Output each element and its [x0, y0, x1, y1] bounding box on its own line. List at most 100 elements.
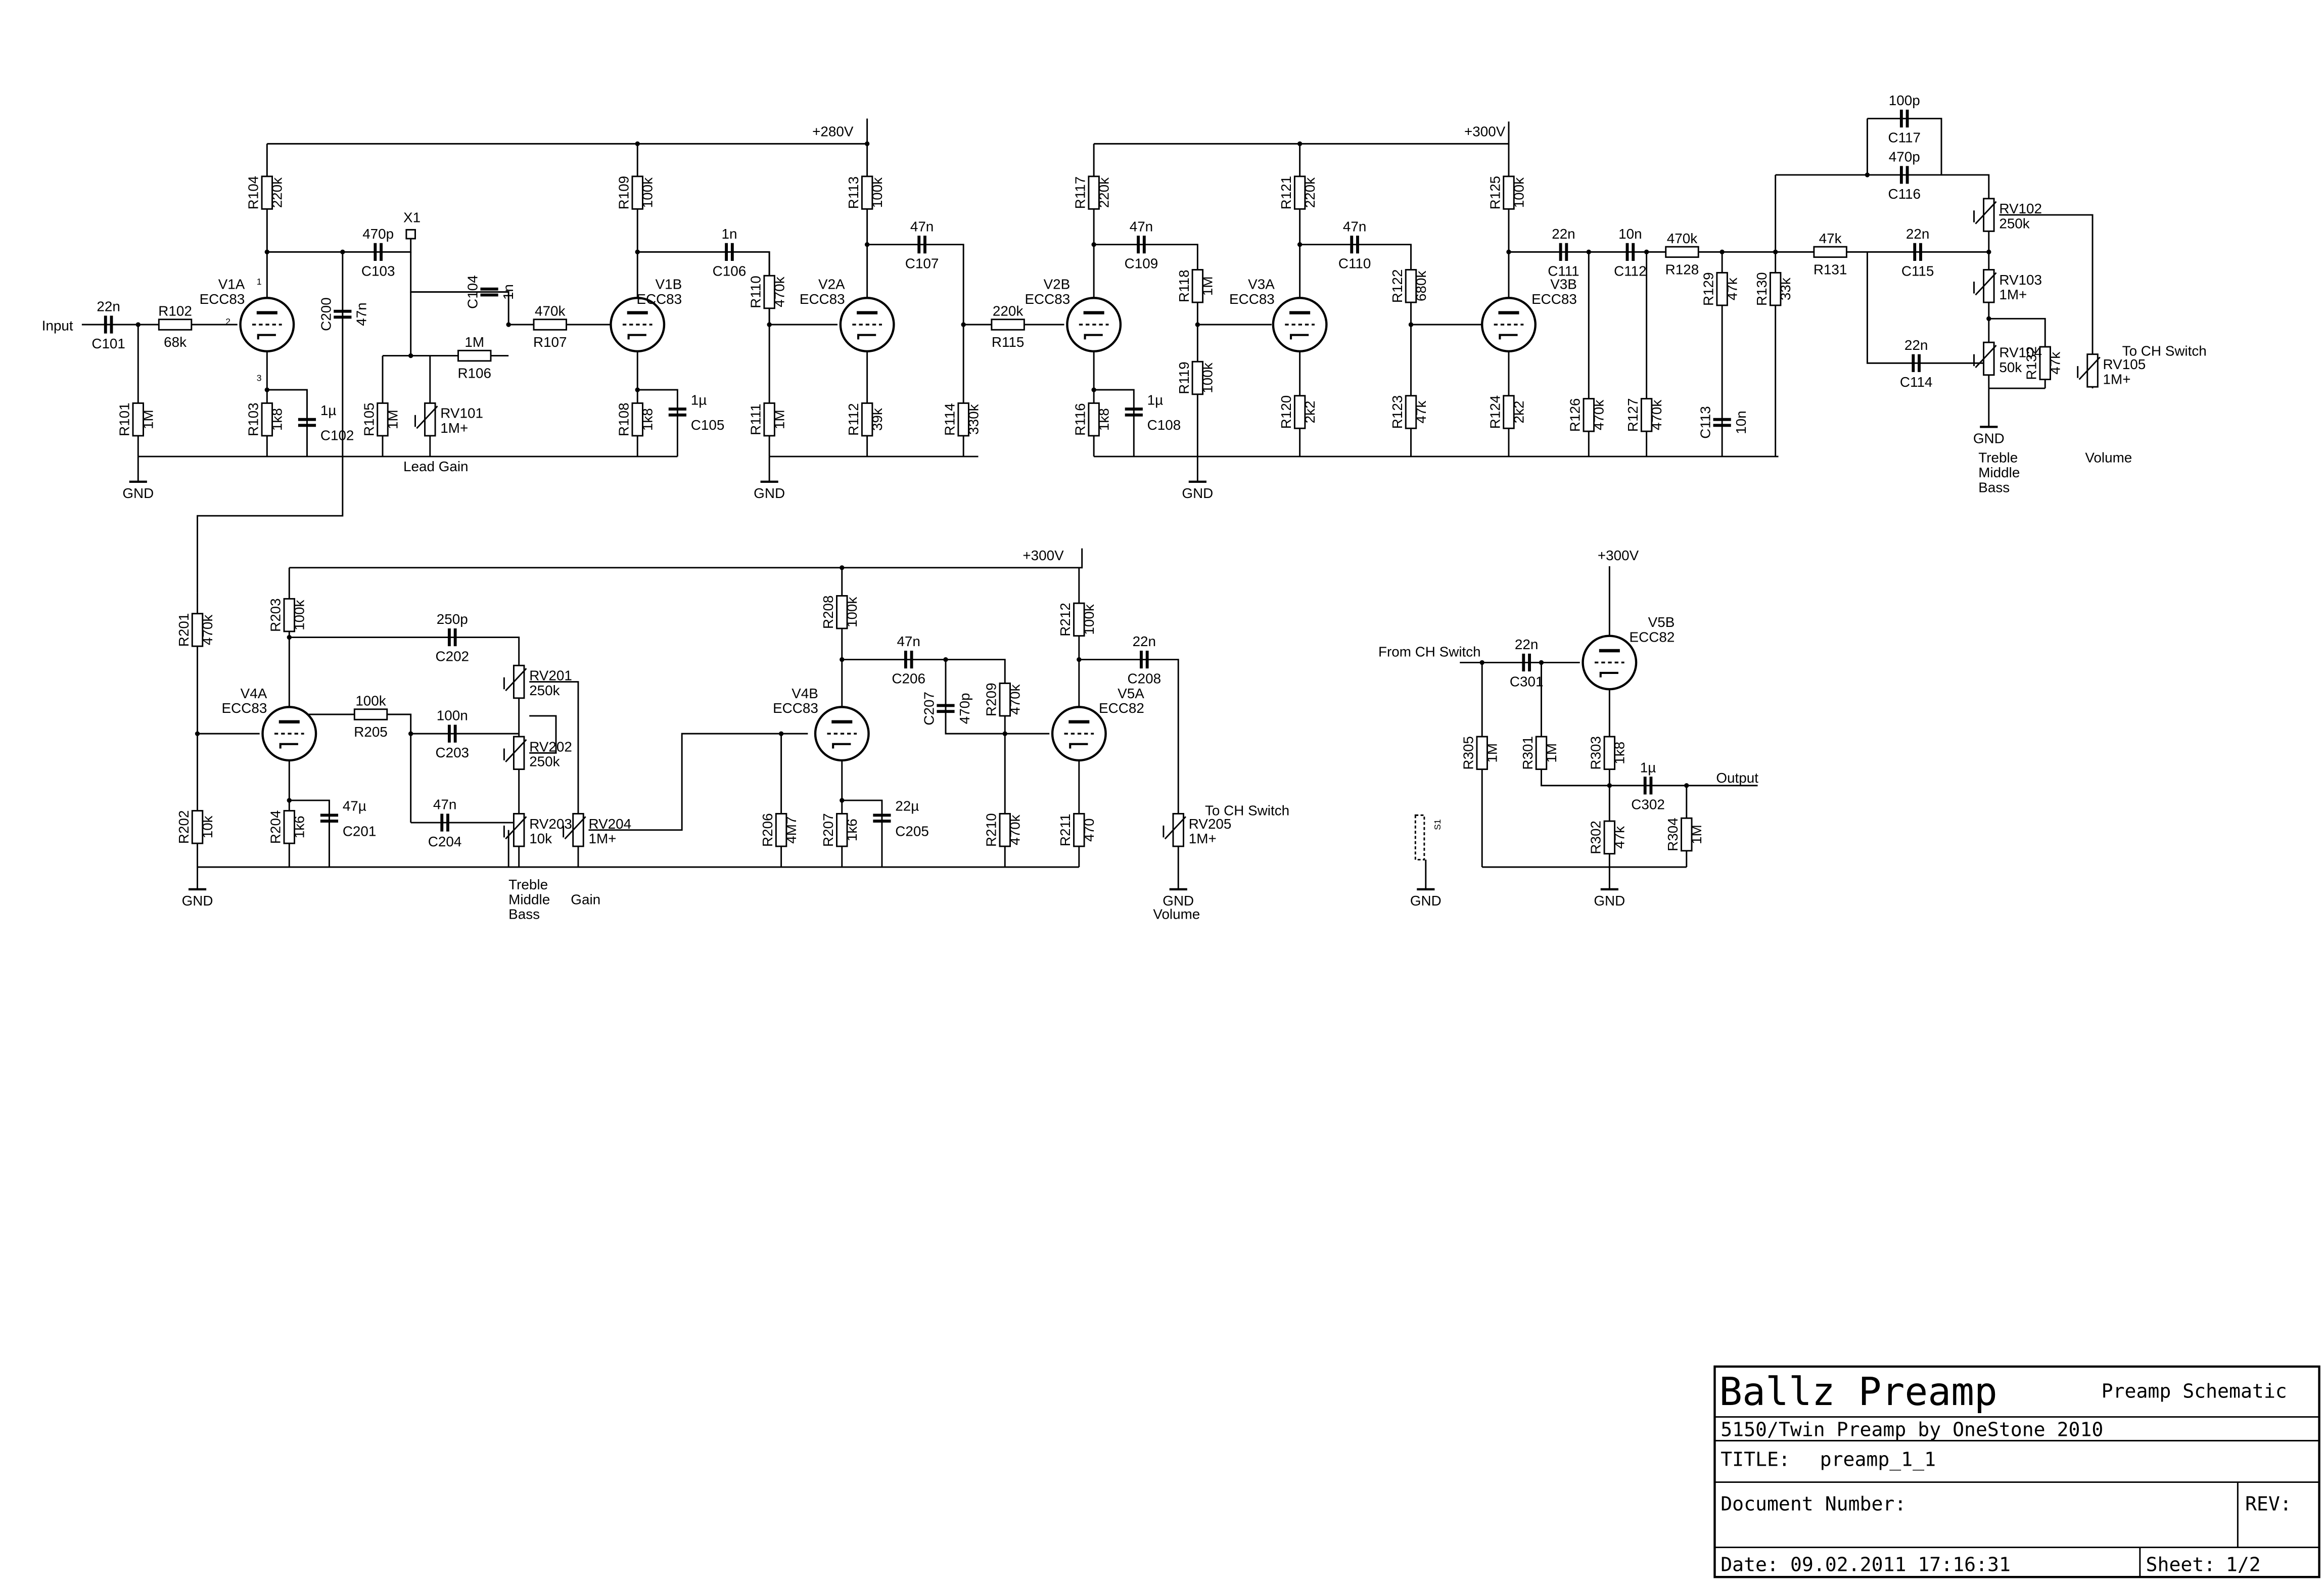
project-title: Ballz Preamp	[1719, 1369, 1997, 1414]
tube-type: ECC83	[222, 700, 267, 716]
pot-arrow	[505, 816, 527, 840]
tube-cathode	[857, 334, 876, 340]
gnd-label: GND	[1163, 893, 1194, 909]
value-c112: 10n	[1618, 226, 1642, 242]
gain-label: Gain	[571, 891, 600, 907]
resistor-r305	[1476, 736, 1488, 770]
junction-dot	[635, 141, 640, 147]
tube-cathode	[1289, 334, 1309, 340]
resistor-r301	[1535, 736, 1548, 770]
resistor-r209	[999, 682, 1011, 717]
gnd-label: GND	[1410, 893, 1442, 909]
ref-c113: C113	[1698, 406, 1713, 438]
ref-r104: R104	[246, 176, 261, 210]
tube-name: V4B	[792, 686, 818, 701]
ref-r303: R303	[1588, 736, 1604, 770]
pot-arrow	[1975, 201, 1997, 224]
value-r124: 2k2	[1511, 401, 1526, 424]
ref-c105: C105	[691, 417, 725, 433]
tube-name: V3B	[1550, 277, 1577, 292]
resistor-r117	[1088, 175, 1100, 210]
ref-r207: R207	[820, 813, 836, 847]
ref-r129: R129	[1701, 272, 1716, 306]
pot-rv202	[513, 736, 525, 770]
ref-c116: C116	[1888, 186, 1921, 202]
value-r212: 100k	[1081, 604, 1097, 635]
resistor-r105	[377, 402, 389, 437]
resistor-r121	[1293, 175, 1306, 210]
value-r127: 470k	[1649, 400, 1664, 430]
wire	[867, 244, 964, 457]
ref-r201: R201	[176, 613, 192, 647]
value-r206: 4M7	[783, 817, 799, 844]
wire	[1866, 252, 1989, 364]
pot-arrow	[505, 739, 527, 762]
tube-type: ECC83	[1531, 291, 1577, 307]
resistor-r210	[999, 812, 1011, 847]
ref-c207: C207	[921, 692, 937, 726]
value-rv103: 1M+	[1999, 287, 2027, 302]
tube-name: V3A	[1248, 277, 1275, 292]
value-rv204: 1M+	[588, 831, 616, 846]
resistor-r126	[1583, 398, 1595, 432]
ref-c204: C204	[428, 834, 462, 849]
value-rv203: 10k	[529, 831, 552, 846]
value-r114: 330k	[965, 404, 981, 434]
value-r204: 1k6	[292, 816, 307, 838]
resistor-r112	[861, 402, 873, 437]
junction-dot	[961, 322, 966, 327]
gnd-label: GND	[1182, 485, 1213, 501]
resistor-r101	[132, 402, 145, 437]
value-r122: 680k	[1413, 271, 1429, 301]
value-r103: 1k8	[269, 408, 285, 431]
junction-dot	[340, 249, 345, 255]
wire	[637, 389, 678, 457]
ref-r301: R301	[1520, 736, 1536, 770]
pot-rv203	[513, 812, 525, 847]
value-r131: R131	[1814, 261, 1847, 277]
sheet-label: Sheet:	[2146, 1553, 2216, 1575]
ref-c106: C106	[713, 263, 747, 279]
x1-label: X1	[403, 210, 421, 225]
pot-rv104	[1983, 341, 1995, 376]
gnd-label: GND	[1973, 431, 2005, 446]
resistor-r206	[775, 812, 787, 847]
value-rv105: 1M+	[2103, 371, 2131, 387]
wire	[1999, 214, 2094, 389]
ref-r107: 470k	[535, 303, 565, 319]
wire	[289, 548, 1083, 569]
wire	[588, 733, 808, 831]
value-r120: 2k2	[1302, 401, 1318, 424]
value-r128: R128	[1665, 261, 1699, 277]
ref-c107: C107	[905, 256, 939, 271]
value-r110: 470k	[771, 277, 787, 307]
ref-c115: C115	[1901, 263, 1934, 279]
value-c203: 100n	[437, 708, 468, 723]
ref-r121: R121	[1278, 176, 1294, 210]
ref-r130: R130	[1754, 272, 1770, 306]
resistor-r104	[261, 175, 273, 210]
ref-r101: R101	[117, 402, 132, 436]
treble-label-2: Treble	[508, 877, 548, 892]
value-c200: 47n	[354, 302, 369, 326]
value-r106: R106	[457, 366, 491, 381]
ref-r203: R203	[268, 598, 284, 632]
tube-name: V2A	[818, 277, 845, 292]
pin-number: 2	[225, 316, 230, 327]
tube-cathode	[1084, 334, 1103, 340]
pot-arrow	[1975, 345, 1997, 369]
value-r305: 1M	[1484, 743, 1500, 763]
wire	[1541, 662, 1610, 787]
value-rv104: 50k	[1999, 359, 2022, 375]
wire	[1941, 174, 1990, 389]
wire	[1094, 389, 1135, 457]
junction-dot	[1297, 141, 1303, 147]
ref-c203: C203	[435, 745, 469, 760]
ref-r202: R202	[176, 810, 192, 844]
ref-c104: C104	[465, 275, 481, 309]
junction-dot	[1297, 242, 1303, 247]
value-r101: 1M	[141, 410, 156, 429]
title-label: TITLE:	[1721, 1448, 1790, 1470]
value-r304: 1M	[1689, 825, 1704, 844]
